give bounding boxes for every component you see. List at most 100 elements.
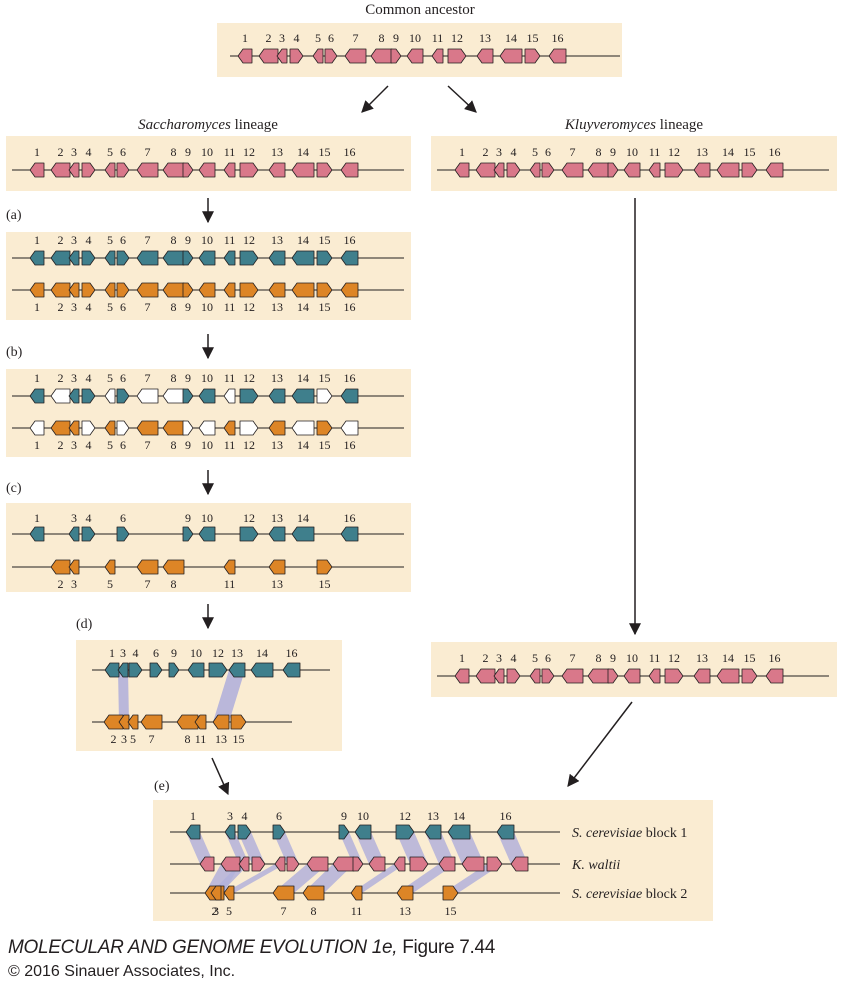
gene-e_block1-14 [447, 824, 471, 840]
gene-label-kluy_top-5: 5 [532, 145, 538, 159]
arrow-to-e-right [567, 701, 633, 787]
gene-ancestor-8 [370, 48, 393, 64]
gene-e_waltii-6 [286, 856, 300, 872]
gene-e_block2-5 [223, 885, 235, 901]
gene-sacch-10 [198, 162, 216, 178]
panel-a [6, 232, 411, 320]
gene-label-ancestor-4: 4 [294, 31, 300, 45]
gene-kluy_top-7 [561, 162, 584, 178]
gene-label-d_top-6: 6 [153, 646, 159, 660]
gene-label-kluy_bottom-4: 4 [511, 651, 517, 665]
gene-c_top-6 [116, 526, 130, 542]
gene-kluy_bottom-4 [506, 668, 521, 684]
gene-label-c_top-6: 6 [120, 511, 126, 525]
gene-label-d_top-14: 14 [256, 646, 268, 660]
homology-link-block1-14 [448, 832, 484, 864]
gene-b_bot-9 [182, 420, 194, 436]
gene-ancestor-2 [258, 48, 279, 64]
gene-e_block1-9 [338, 824, 350, 840]
gene-a_bot-3 [68, 282, 80, 298]
gene-d_top-4 [128, 662, 143, 678]
gene-a_bot-6 [116, 282, 130, 298]
gene-label-kluy_top-1: 1 [459, 145, 465, 159]
gene-c_bot-15 [316, 559, 333, 575]
gene-b_bot-12 [239, 420, 259, 436]
gene-label-b_top-8: 8 [171, 371, 177, 385]
gene-label-b_top-4: 4 [86, 371, 92, 385]
gene-label-b_top-13: 13 [271, 371, 283, 385]
gene-label-a_top-2: 2 [58, 233, 64, 247]
step-label-b: (b) [6, 345, 23, 360]
gene-label-e_block1-12: 12 [399, 809, 411, 823]
gene-label-sacch-1: 1 [34, 145, 40, 159]
gene-label-d_top-1: 1 [109, 646, 115, 660]
gene-b_bot-14 [291, 420, 315, 436]
gene-b_top-2 [50, 388, 71, 404]
gene-label-b_top-11: 11 [224, 371, 236, 385]
gene-label-a_bot-2: 2 [58, 300, 64, 314]
gene-label-b_bot-13: 13 [271, 438, 283, 452]
gene-kluy_bottom-10 [623, 668, 641, 684]
gene-sacch-2 [50, 162, 71, 178]
gene-label-e_block1-3: 3 [227, 809, 233, 823]
gene-sacch-15 [316, 162, 333, 178]
gene-label-d_bot-15: 15 [233, 732, 245, 746]
gene-a_bot-10 [198, 282, 216, 298]
gene-label-a_bot-13: 13 [271, 300, 283, 314]
gene-label-a_bot-16: 16 [344, 300, 356, 314]
gene-b_top-12 [239, 388, 259, 404]
gene-ancestor-5 [312, 48, 324, 64]
gene-label-a_top-11: 11 [224, 233, 236, 247]
gene-label-b_top-15: 15 [319, 371, 331, 385]
homology-link-block1-4 [238, 832, 265, 864]
gene-label-kluy_bottom-15: 15 [744, 651, 756, 665]
gene-sacch-7 [136, 162, 159, 178]
gene-label-kluy_bottom-14: 14 [722, 651, 734, 665]
gene-label-b_top-6: 6 [120, 371, 126, 385]
gene-label-sacch-4: 4 [86, 145, 92, 159]
gene-c_bot-2 [50, 559, 71, 575]
gene-label-b_bot-14: 14 [297, 438, 309, 452]
gene-label-a_bot-15: 15 [319, 300, 331, 314]
gene-label-e_block2-3: 3 [213, 904, 219, 918]
gene-label-b_top-10: 10 [201, 371, 213, 385]
gene-label-ancestor-14: 14 [505, 31, 517, 45]
gene-label-c_bot-8: 8 [171, 577, 177, 591]
gene-label-c_top-4: 4 [86, 511, 92, 525]
gene-label-b_bot-11: 11 [224, 438, 236, 452]
gene-b_bot-15 [316, 420, 333, 436]
gene-label-c_top-13: 13 [271, 511, 283, 525]
copyright-notice: © 2016 Sinauer Associates, Inc. [8, 963, 236, 980]
gene-c_top-14 [291, 526, 315, 542]
gene-sacch-11 [223, 162, 236, 178]
row-label-block1: S. cerevisiae block 1 [572, 826, 687, 841]
gene-b_bot-3 [68, 420, 80, 436]
gene-a_bot-5 [104, 282, 116, 298]
gene-b_bot-16 [340, 420, 359, 436]
gene-e_block2-8 [302, 885, 325, 901]
gene-label-b_bot-9: 9 [185, 438, 191, 452]
gene-b_bot-2 [50, 420, 71, 436]
gene-sacch-6 [116, 162, 130, 178]
gene-c_top-10 [198, 526, 216, 542]
gene-label-a_bot-3: 3 [71, 300, 77, 314]
gene-a_top-11 [223, 250, 236, 266]
gene-e_waltii-2 [220, 856, 241, 872]
gene-d_bot-3 [118, 714, 130, 730]
gene-label-kluy_bottom-6: 6 [545, 651, 551, 665]
gene-label-a_bot-1: 1 [34, 300, 40, 314]
gene-label-c_top-1: 1 [34, 511, 40, 525]
gene-sacch-8 [162, 162, 185, 178]
gene-kluy_top-6 [541, 162, 555, 178]
gene-label-e_block1-14: 14 [453, 809, 465, 823]
gene-e_waltii-12 [409, 856, 429, 872]
gene-label-a_top-7: 7 [145, 233, 151, 247]
gene-e_block1-12 [395, 824, 415, 840]
panel-c [6, 503, 411, 592]
gene-kluy_top-9 [607, 162, 619, 178]
gene-label-sacch-7: 7 [145, 145, 151, 159]
gene-label-e_block2-13: 13 [399, 904, 411, 918]
gene-a_top-7 [136, 250, 159, 266]
gene-label-b_top-9: 9 [185, 371, 191, 385]
gene-b_bot-13 [268, 420, 286, 436]
